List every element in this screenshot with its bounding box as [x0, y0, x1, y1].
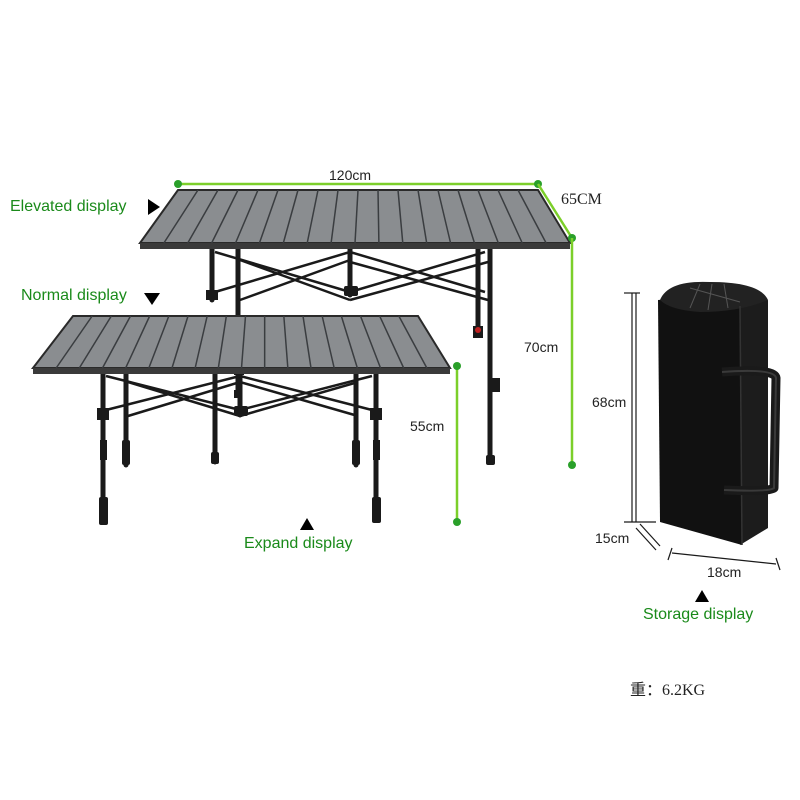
tabletop-slat: [78, 315, 112, 369]
normal-display-label: Normal display: [21, 287, 127, 304]
elevated-table: [138, 189, 572, 465]
tabletop-slat: [354, 189, 359, 244]
tabletop-slat: [194, 315, 208, 369]
storage-bag: [624, 281, 781, 571]
tabletop-slat: [282, 189, 299, 244]
weight-label: 重：6.2KG: [630, 682, 706, 699]
measure-lines: [174, 180, 576, 526]
tabletop-slat: [398, 315, 428, 369]
bag-depth-label: 15cm: [595, 530, 630, 546]
tabletop-slat: [321, 315, 335, 369]
arrow-up-icon: [695, 590, 709, 602]
width-label: 120cm: [329, 167, 372, 183]
tabletop-slat: [397, 189, 404, 244]
tabletop-slat: [240, 315, 247, 369]
tabletop-slat: [359, 315, 382, 369]
tabletop-slat: [457, 189, 476, 244]
tabletop-slat: [187, 189, 219, 244]
tabletop-slat: [340, 315, 359, 369]
tabletop-slat: [477, 189, 500, 244]
tabletop-slat: [417, 189, 428, 244]
tabletop-slat: [437, 189, 452, 244]
normal-table: [30, 315, 452, 525]
arrow-up-icon: [300, 518, 314, 530]
bag-width-label: 18cm: [707, 564, 742, 580]
tabletop-slat: [148, 315, 170, 369]
arrow-down-icon: [144, 293, 160, 305]
tabletop-slat: [283, 315, 289, 369]
arrow-right-icon: [148, 199, 160, 215]
depth-measure: [536, 183, 574, 239]
tabletop-slat: [234, 189, 259, 244]
tabletop-slat: [517, 189, 547, 244]
tabletop-slat: [210, 189, 239, 244]
elevated-height-label: 70cm: [524, 339, 559, 355]
tabletop-slat: [217, 315, 228, 369]
tabletop-slat: [55, 315, 93, 369]
tabletop-slat: [124, 315, 151, 369]
tabletop-slat: [302, 315, 312, 369]
tabletop-slat: [497, 189, 523, 244]
tabletop-slat: [163, 189, 199, 244]
tabletop-slat: [378, 315, 405, 369]
tabletop-slat: [101, 315, 132, 369]
storage-display-label: Storage display: [643, 606, 754, 623]
tabletop-slat: [330, 189, 339, 244]
normal-height-label: 55cm: [410, 418, 445, 434]
bag-height-label: 68cm: [592, 394, 627, 410]
tabletop-slat: [306, 189, 319, 244]
tabletop-slat: [258, 189, 279, 244]
tabletop-slat: [171, 315, 189, 369]
expand-display-label: Expand display: [244, 535, 353, 552]
depth-label: 65CM: [561, 191, 602, 208]
elevated-display-label: Elevated display: [10, 198, 127, 215]
tabletop-slat: [377, 189, 380, 244]
